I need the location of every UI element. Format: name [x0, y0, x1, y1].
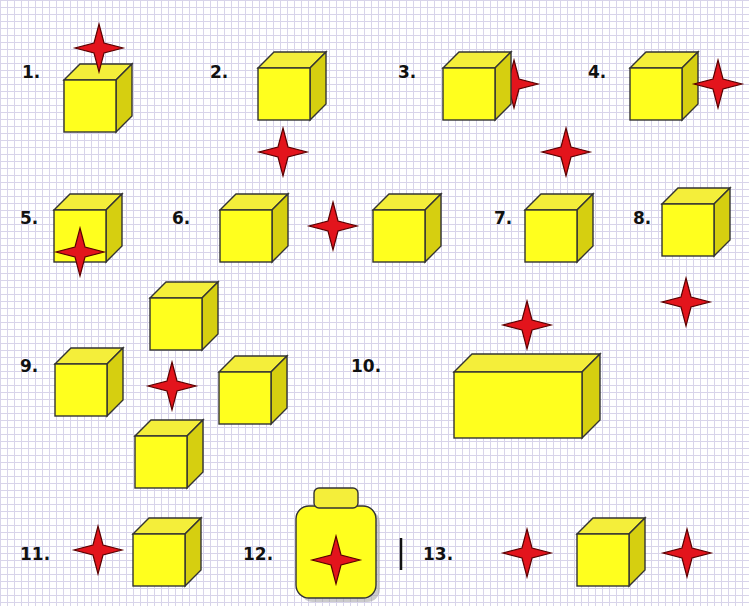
cube [55, 348, 123, 416]
star [312, 536, 360, 584]
cube [630, 52, 698, 120]
cube [133, 518, 201, 586]
item-number: 11. [20, 546, 50, 563]
item-number: 2. [210, 64, 228, 81]
cube [443, 52, 511, 120]
star [694, 60, 742, 108]
item-number: 7. [494, 210, 512, 227]
cube [258, 52, 326, 120]
cube [373, 194, 441, 262]
star [662, 278, 710, 326]
separator [400, 538, 403, 570]
star [503, 529, 551, 577]
star [56, 228, 104, 276]
star [74, 526, 122, 574]
item-number: 8. [633, 210, 651, 227]
star [75, 24, 123, 72]
star [503, 301, 551, 349]
jar [296, 488, 380, 602]
item-number: 9. [20, 358, 38, 375]
item-number: 4. [588, 64, 606, 81]
cube [525, 194, 593, 262]
cube [577, 518, 645, 586]
item-number: 10. [351, 358, 381, 375]
star [148, 362, 196, 410]
item-number: 5. [20, 210, 38, 227]
item-number: 13. [423, 546, 453, 563]
item-number: 1. [22, 64, 40, 81]
cube [219, 356, 287, 424]
cube [662, 188, 730, 256]
item-number: 6. [172, 210, 190, 227]
item-number: 3. [398, 64, 416, 81]
cube [64, 64, 132, 132]
star [309, 202, 357, 250]
cube [220, 194, 288, 262]
star [259, 128, 307, 176]
star [542, 128, 590, 176]
cube [135, 420, 203, 488]
item-number: 12. [243, 546, 273, 563]
box [454, 354, 600, 438]
star [663, 529, 711, 577]
cube [150, 282, 218, 350]
